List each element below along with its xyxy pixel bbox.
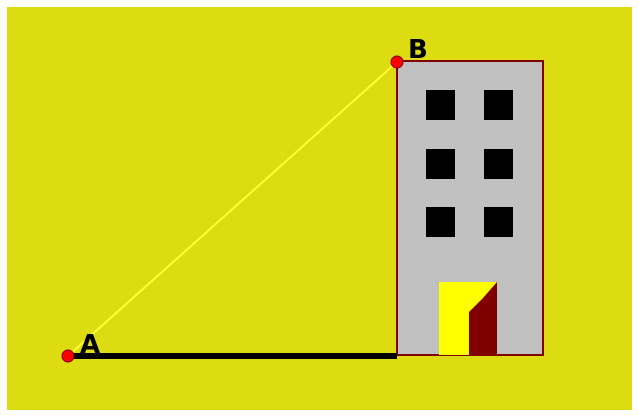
point-a-label: A: [80, 330, 100, 360]
building-window: [484, 207, 513, 237]
building-window: [426, 90, 455, 120]
building-windows: [426, 90, 513, 237]
point-b: [390, 55, 404, 69]
point-a: [61, 349, 75, 363]
point-b-label: B: [408, 35, 428, 65]
building: [396, 60, 544, 356]
building-window: [426, 149, 455, 179]
building-window: [484, 90, 513, 120]
building-window: [426, 207, 455, 237]
building-window: [484, 149, 513, 179]
building-door: [439, 282, 497, 355]
door-open-panel: [469, 282, 497, 355]
sight-line: [67, 61, 398, 357]
